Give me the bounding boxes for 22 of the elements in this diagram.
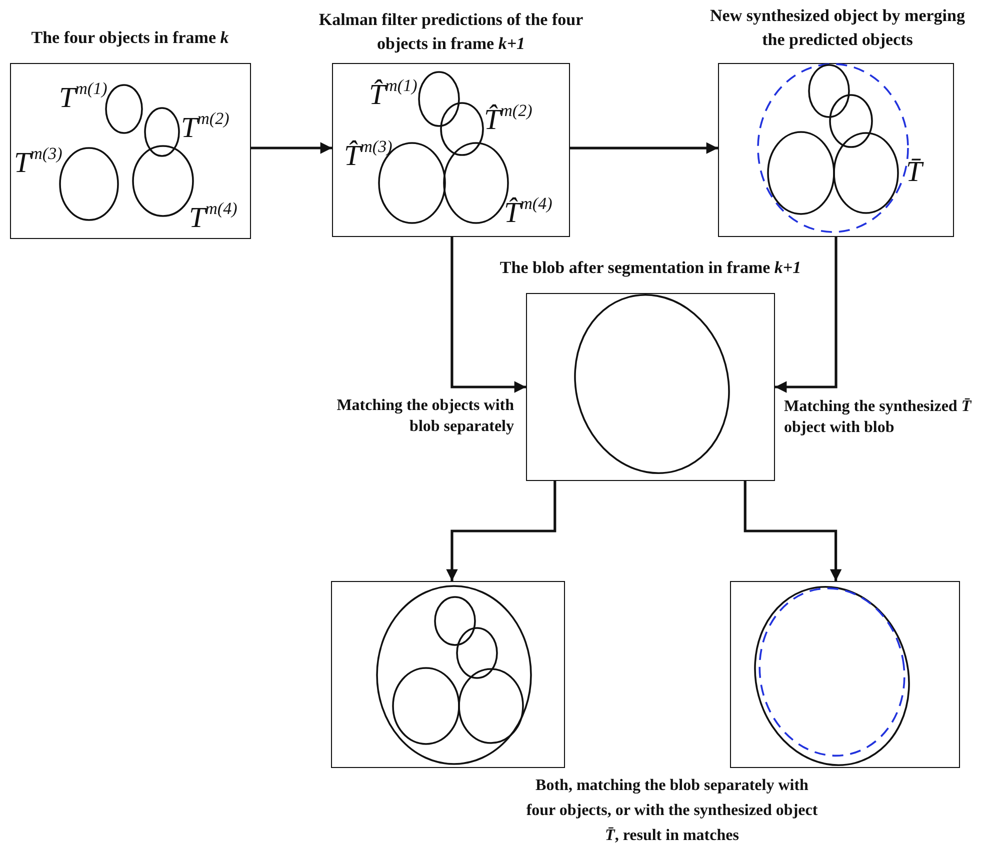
math-label: T̂$^{m(2)}$	[484, 100, 532, 135]
math-label: T̂$^{m(1)}$	[369, 75, 418, 110]
math-label: T$^{m(1)}$	[59, 78, 108, 113]
math-label: T$^{m(3)}$	[14, 143, 62, 178]
edge-label: Matching the synthesized T̄ object with blob	[784, 397, 973, 438]
caption: Both, matching the blob separately with four objects, or with the synthesized object T̄, result in matches	[525, 776, 819, 846]
panel-heading: The four objects in frame k	[30, 27, 230, 49]
arrow	[450, 237, 526, 393]
arrow	[570, 142, 718, 154]
math-label: T̂$^{m(3)}$	[344, 136, 392, 171]
panel-heading: New synthesized object by merging the predicted objects	[709, 5, 966, 51]
math-label: T̄	[906, 157, 922, 187]
edge-label: Matching the objects with blob separately	[336, 396, 514, 437]
arrow	[446, 481, 556, 581]
math-label: T$^{m(4)}$	[189, 198, 238, 233]
panel-heading: The blob after segmentation in frame k+1	[498, 257, 802, 279]
arrow	[251, 142, 332, 154]
math-label: T̂$^{m(4)}$	[504, 193, 552, 228]
math-label: T$^{m(2)}$	[181, 108, 230, 143]
arrow	[744, 481, 842, 581]
arrow	[775, 237, 838, 393]
panel-heading: Kalman filter predictions of the four objects in frame k+1	[318, 9, 584, 55]
